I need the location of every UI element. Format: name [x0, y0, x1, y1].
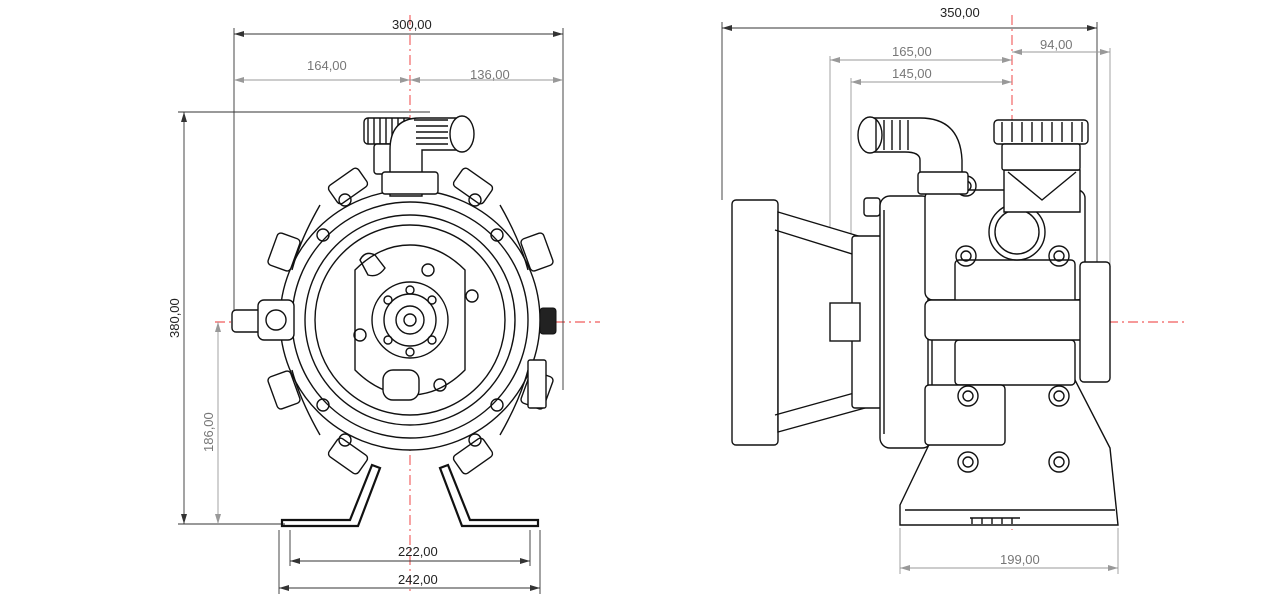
dim-side-base: 199,00	[899, 528, 1119, 574]
dim-overall-height: 380,00	[167, 111, 430, 525]
side-elbow-fitting	[857, 116, 969, 195]
side-back-flange	[731, 197, 906, 446]
dim-feet: 222,00 242,00	[278, 530, 541, 594]
dim-label-199: 199,00	[1000, 552, 1040, 567]
front-top-fitting	[363, 115, 475, 197]
front-view: 300,00 164,00 136,00 380,00 186,0	[167, 15, 600, 595]
dim-label-350: 350,00	[940, 5, 980, 20]
side-view: 350,00 165,00 94,00 145,00	[721, 5, 1185, 574]
dim-label-164: 164,00	[307, 58, 347, 73]
dim-side-overall-width: 350,00	[721, 5, 1098, 280]
front-mount-bracket	[280, 463, 540, 528]
dim-label-94: 94,00	[1040, 37, 1073, 52]
front-side-ports	[231, 299, 557, 409]
dim-overall-width: 300,00	[233, 17, 564, 390]
dim-label-222: 222,00	[398, 544, 438, 559]
dim-label-186: 186,00	[201, 412, 216, 452]
dim-label-300: 300,00	[392, 17, 432, 32]
dim-label-165: 165,00	[892, 44, 932, 59]
dim-label-242: 242,00	[398, 572, 438, 587]
dim-label-136: 136,00	[470, 67, 510, 82]
dim-label-145: 145,00	[892, 66, 932, 81]
dim-axis-height: 186,00	[201, 322, 221, 524]
side-pump-body	[879, 169, 1111, 473]
side-top-cap	[993, 119, 1089, 171]
dim-split-width: 164,00 136,00	[234, 58, 563, 83]
front-pump-body	[267, 167, 554, 475]
dim-label-380: 380,00	[167, 298, 182, 338]
